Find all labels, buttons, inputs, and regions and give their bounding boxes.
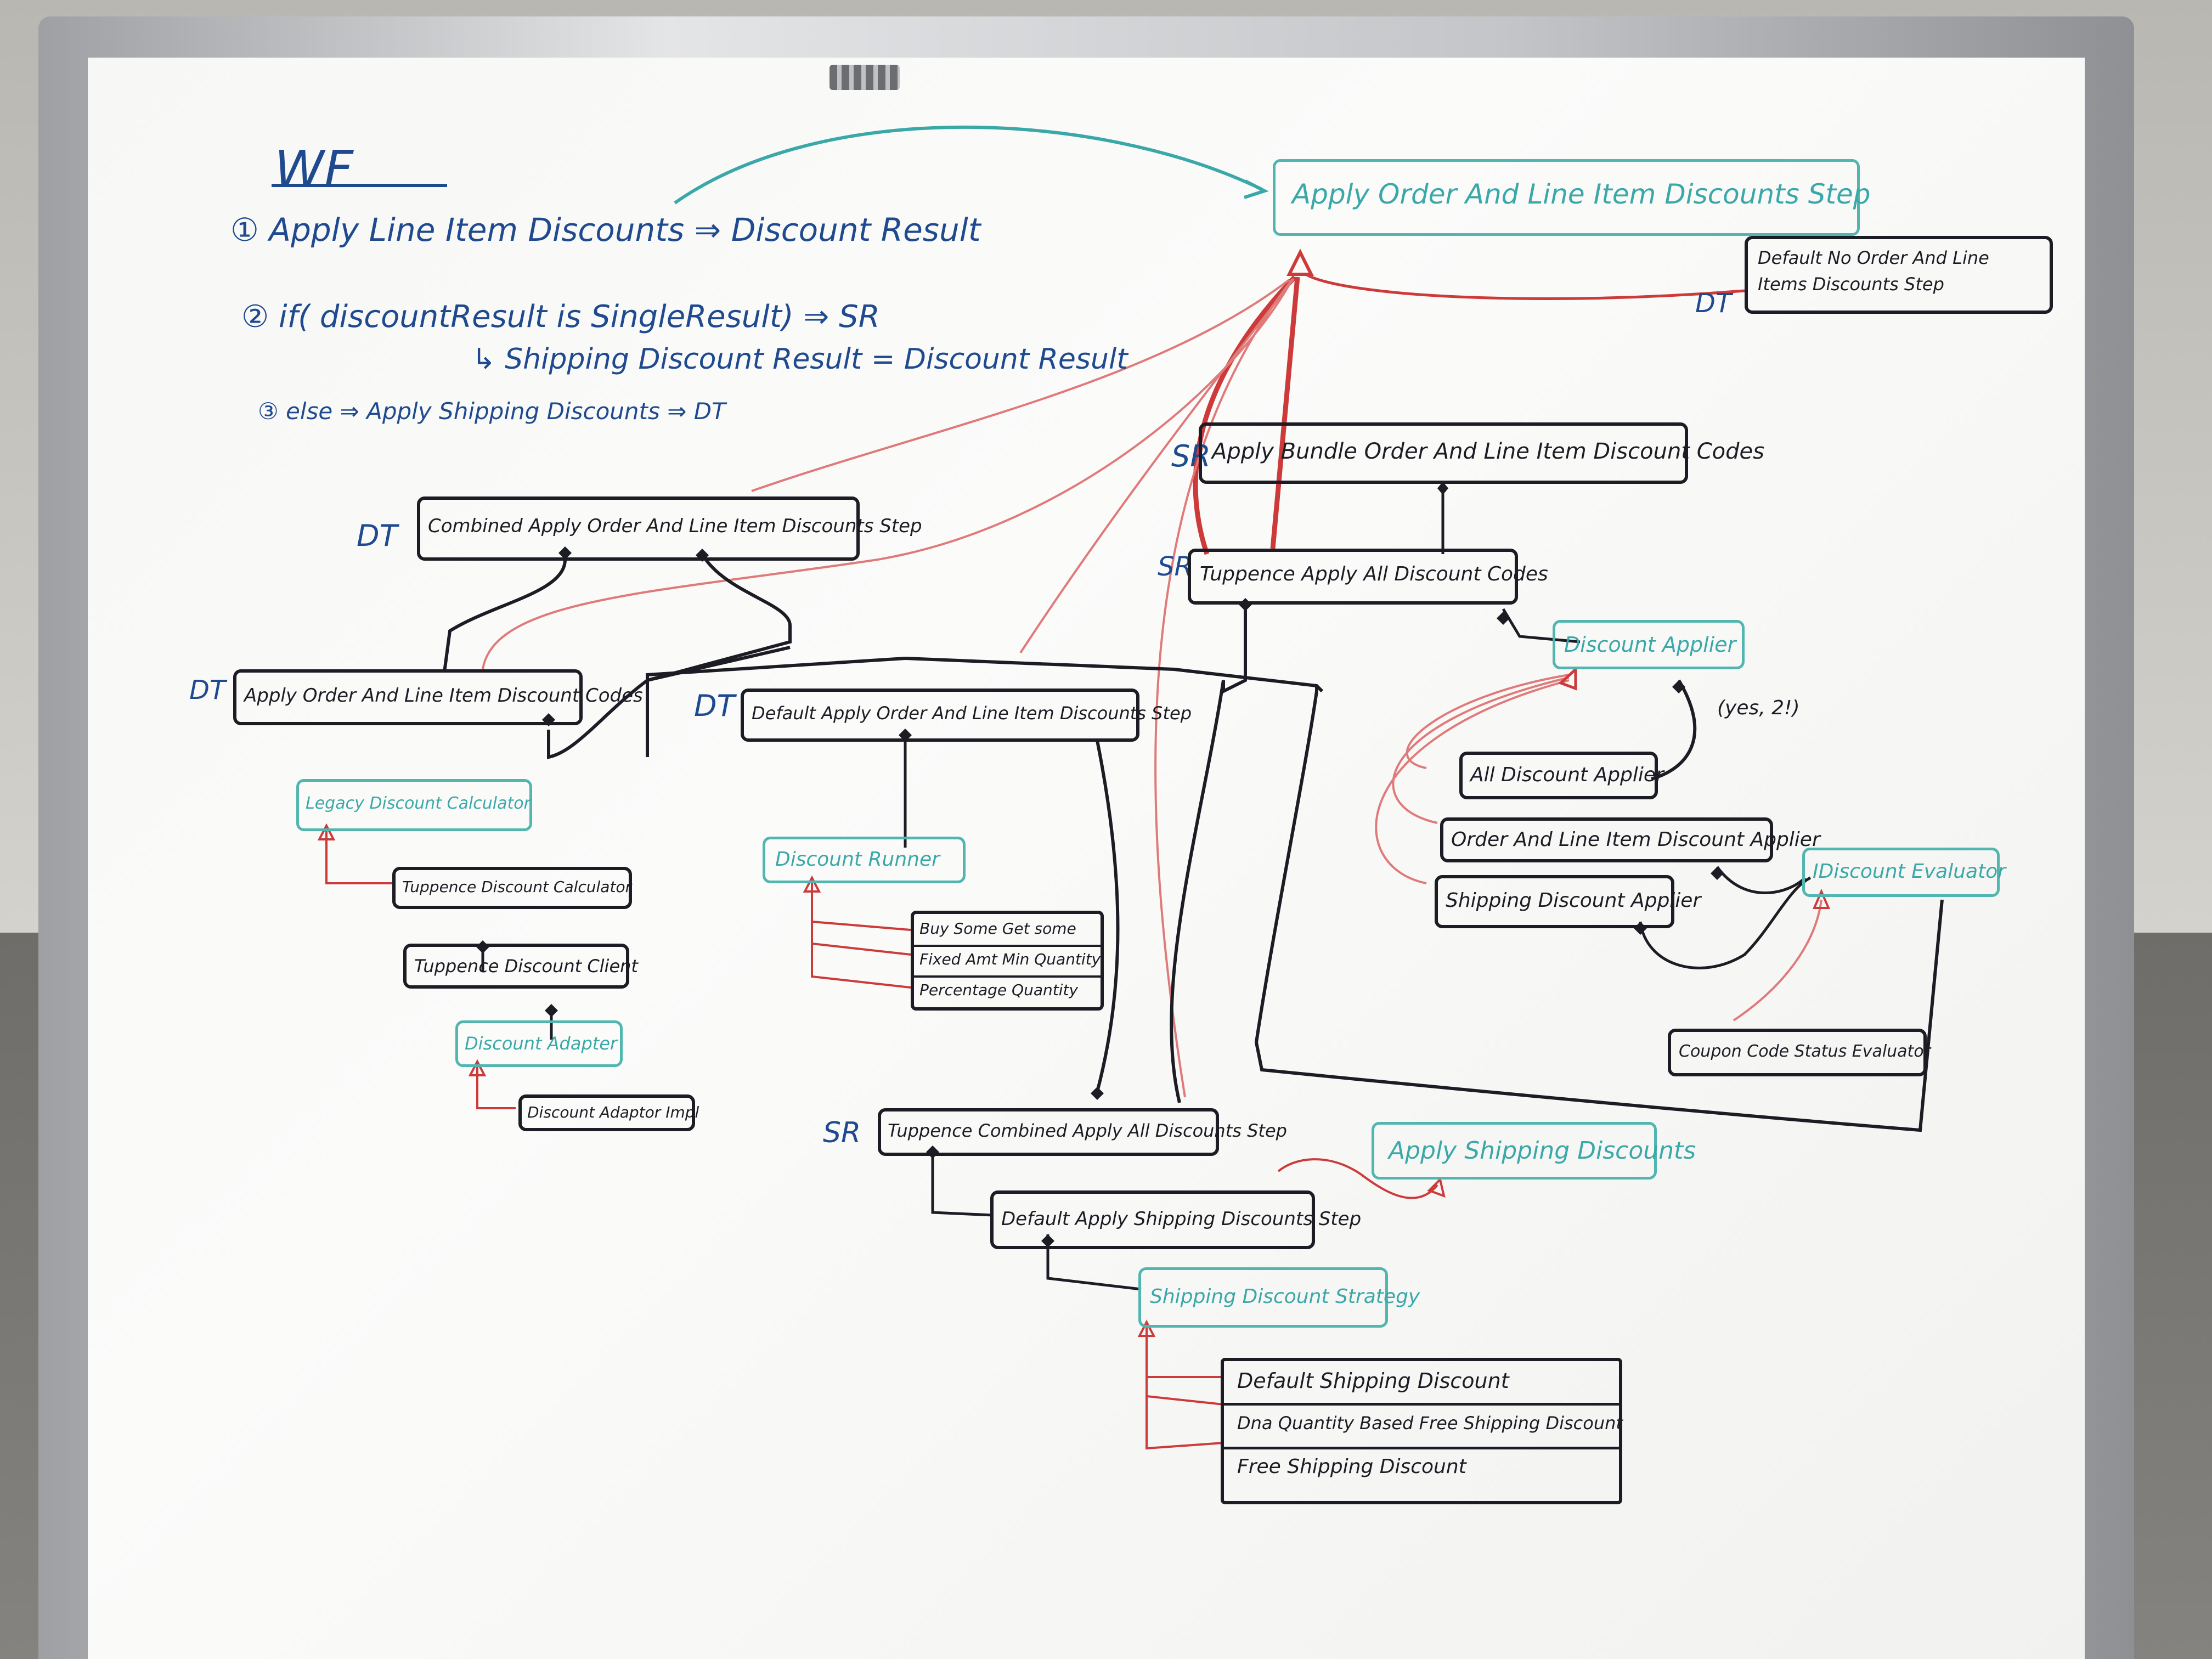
node-label: Default Apply Order And Line Item Discou… [752,703,1192,724]
runner-item: Percentage Quantity [919,981,1079,999]
tag-sr: SR [823,1116,861,1149]
wf-title: WF [274,140,353,199]
yes-two-note: (yes, 2!) [1717,697,1800,719]
tag-dt: DT [189,675,226,706]
node-apply-order-discount-codes: Apply Order And Line Item Discount Codes [233,669,643,725]
node-label: Default No Order And Line Items Discount… [1758,247,1989,295]
tag-dt: DT [694,689,735,723]
node-tuppence-apply-all-discount-codes: Tuppence Apply All Discount Codes [1188,549,1548,605]
node-label: All Discount Applier [1470,764,1664,786]
node-tuppence-discount-client: Tuppence Discount Client [403,944,638,989]
divider [1224,1403,1619,1406]
node-discount-adapter: Discount Adapter [455,1020,623,1067]
node-legacy-discount-calculator: Legacy Discount Calculator [296,779,532,831]
node-apply-shipping-discounts: Apply Shipping Discounts [1372,1122,1696,1180]
wf-title-underline [272,184,447,187]
magnet [830,65,900,90]
node-label: Combined Apply Order And Line Item Disco… [428,515,922,537]
runner-item: Buy Some Get some [919,919,1076,938]
node-label: Apply Shipping Discounts [1389,1137,1696,1165]
strategy-item: Dna Quantity Based Free Shipping Discoun… [1237,1413,1623,1434]
node-tuppence-discount-calculator: Tuppence Discount Calculator [392,867,632,909]
node-discount-adaptor-impl: Discount Adaptor Impl [518,1094,699,1131]
node-label: Discount Applier [1564,633,1736,657]
tag-dt: DT [1695,288,1732,319]
node-default-apply-order-step: Default Apply Order And Line Item Discou… [741,689,1192,742]
node-label: IDiscount Evaluator [1813,860,2006,883]
strategy-subclasses: Default Shipping Discount Dna Quantity B… [1221,1358,1623,1504]
strategy-item: Default Shipping Discount [1237,1369,1509,1393]
node-discount-applier: Discount Applier [1553,620,1745,669]
whiteboard [88,58,2085,1659]
divider [914,945,1101,947]
divider [914,975,1101,978]
node-label: Shipping Discount Applier [1446,889,1701,912]
runner-subclasses: Buy Some Get some Fixed Amt Min Quantity… [911,911,1104,1011]
divider [1224,1447,1619,1449]
runner-item: Fixed Amt Min Quantity [919,950,1101,968]
node-apply-order-line-item-discounts-step: Apply Order And Line Item Discounts Step [1273,159,1871,236]
wf-step-2b: ↳ Shipping Discount Result = Discount Re… [472,343,1128,376]
node-discount-runner: Discount Runner [763,837,966,883]
tag-sr: SR [1171,439,1211,473]
node-label: Apply Bundle Order And Line Item Discoun… [1212,439,1764,464]
node-label: Coupon Code Status Evaluator [1679,1042,1931,1061]
wf-step-1: ① Apply Line Item Discounts ⇒ Discount R… [230,211,981,249]
node-label: Legacy Discount Calculator [306,794,531,813]
node-label: Tuppence Combined Apply All Discounts St… [888,1120,1287,1141]
node-shipping-discount-strategy: Shipping Discount Strategy [1138,1267,1420,1328]
node-label: Discount Adaptor Impl [527,1103,699,1121]
node-tuppence-combined-apply-all-step: Tuppence Combined Apply All Discounts St… [878,1108,1287,1156]
tag-dt: DT [357,518,398,553]
node-label: Tuppence Discount Client [414,956,638,977]
node-coupon-code-status-evaluator: Coupon Code Status Evaluator [1668,1029,1931,1076]
wf-step-2: ② if( discountResult is SingleResult) ⇒ … [241,299,880,335]
node-idiscount-evaluator: IDiscount Evaluator [1802,848,2006,897]
node-apply-bundle-discount-codes: Apply Bundle Order And Line Item Discoun… [1199,422,1764,484]
node-default-no-order-step: Default No Order And Line Items Discount… [1745,236,2053,314]
node-order-line-item-discount-applier: Order And Line Item Discount Applier [1440,817,1820,862]
node-label: Tuppence Discount Calculator [402,878,632,896]
node-shipping-discount-applier: Shipping Discount Applier [1435,875,1701,928]
node-label: Apply Order And Line Item Discount Codes [244,685,643,707]
node-label: Order And Line Item Discount Applier [1451,828,1820,851]
node-label: Tuppence Apply All Discount Codes [1200,563,1548,585]
node-combined-apply-order-step: Combined Apply Order And Line Item Disco… [417,496,922,561]
tag-sr: SR [1158,551,1193,582]
wf-step-3: ③ else ⇒ Apply Shipping Discounts ⇒ DT [258,398,726,425]
node-label: Apply Order And Line Item Discounts Step [1292,178,1871,210]
node-label: Shipping Discount Strategy [1150,1285,1420,1308]
node-label: Discount Adapter [465,1033,618,1054]
node-label: Discount Runner [775,848,940,871]
node-all-discount-applier: All Discount Applier [1459,752,1664,799]
node-default-apply-shipping-step: Default Apply Shipping Discounts Step [990,1190,1361,1249]
strategy-item: Free Shipping Discount [1237,1455,1466,1478]
node-label: Default Apply Shipping Discounts Step [1001,1208,1362,1230]
